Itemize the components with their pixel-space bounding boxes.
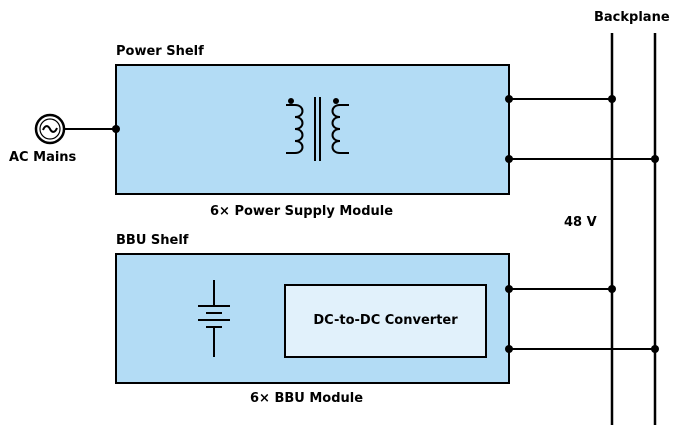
bbu-output-node-2: [505, 345, 513, 353]
ac-mains-label: AC Mains: [9, 150, 77, 165]
backplane-node-3: [608, 285, 616, 293]
psu-output-node-2: [505, 155, 513, 163]
backplane-node-2: [651, 155, 659, 163]
ac-input-node: [112, 125, 120, 133]
transformer-dot-secondary: [333, 98, 339, 104]
voltage-label: 48 V: [564, 215, 597, 230]
bbu-module-label: 6× BBU Module: [250, 391, 364, 406]
backplane-label: Backplane: [594, 10, 670, 25]
battery-icon: [198, 280, 230, 357]
transformer-icon: [286, 97, 349, 161]
bbu-shelf-label: BBU Shelf: [116, 233, 189, 248]
dc-converter-label: DC-to-DC Converter: [313, 313, 458, 328]
backplane-node-1: [608, 95, 616, 103]
power-shelf-label: Power Shelf: [116, 44, 204, 59]
bbu-output-node-1: [505, 285, 513, 293]
transformer-dot-primary: [288, 98, 294, 104]
dc-converter-box: [284, 284, 487, 358]
psu-module-label: 6× Power Supply Module: [210, 204, 394, 219]
ac-source-icon: [34, 113, 66, 145]
backplane-node-4: [651, 345, 659, 353]
psu-output-node-1: [505, 95, 513, 103]
power-shelf-box: [115, 64, 510, 195]
